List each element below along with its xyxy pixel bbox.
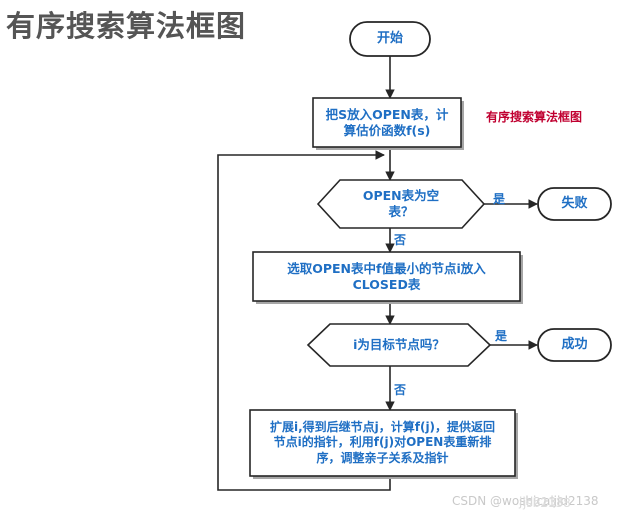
node-shape-expand[interactable]: [249, 409, 516, 477]
node-shape-start[interactable]: [349, 21, 431, 57]
node-shape-select-min[interactable]: [252, 251, 521, 302]
edge-label-isgoal-no: 否: [394, 383, 407, 397]
watermark-overlap-1: jid2138: [519, 495, 564, 509]
node-shape-fail[interactable]: [537, 187, 612, 221]
page-title: 有序搜索算法框图: [6, 9, 247, 43]
node-shape-success[interactable]: [537, 328, 612, 362]
side-note-label: 有序搜索算法框图: [486, 110, 583, 124]
node-shape-open-empty[interactable]: [316, 179, 486, 229]
edge-expand-loopback: [217, 150, 391, 491]
node-shape-is-goal[interactable]: [306, 323, 492, 367]
edge-label-openempty-yes: 是: [493, 192, 506, 206]
node-shape-init[interactable]: [312, 97, 462, 148]
watermark-text: CSDN @woshicaijid2138: [452, 494, 599, 508]
edge-label-openempty-no: 否: [394, 233, 407, 247]
watermark-overlap-2: jsb2138: [523, 496, 571, 510]
edge-label-isgoal-yes: 是: [495, 329, 508, 343]
